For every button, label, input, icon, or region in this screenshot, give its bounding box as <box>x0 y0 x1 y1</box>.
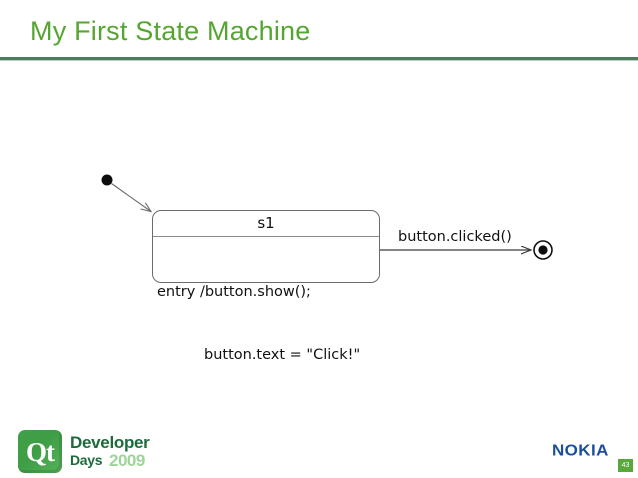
state-entry-actions: entry /button.show(); button.text = "Cli… <box>153 237 379 408</box>
initial-transition-arrow <box>111 183 152 212</box>
qt-logo-year-label: 2009 <box>109 451 145 470</box>
title-divider <box>0 57 638 61</box>
state-node-s1[interactable]: s1 entry /button.show(); button.text = "… <box>152 210 380 363</box>
transition-label-button-clicked: button.clicked() <box>398 229 512 245</box>
qt-logo-days-label: Days <box>70 452 103 468</box>
initial-state-dot <box>101 174 113 186</box>
state-name-label: s1 <box>153 211 379 237</box>
qt-logo-developer-label: Developer <box>70 433 150 452</box>
nokia-logo: NOKIA <box>552 441 609 460</box>
state-machine-diagram <box>0 60 638 420</box>
state-entry-line-1: entry /button.show(); <box>157 284 311 300</box>
page-number-badge: 43 <box>618 459 633 472</box>
final-state-inner-dot <box>538 245 548 255</box>
qt-logo-mark: Qt <box>18 430 62 473</box>
qt-developer-days-logo: Qt Developer Days 2009 <box>18 429 168 474</box>
page-title: My First State Machine <box>30 16 311 46</box>
state-entry-line-2: button.text = "Click!" <box>204 347 361 363</box>
qt-logo-mark-label: Qt <box>26 437 55 467</box>
